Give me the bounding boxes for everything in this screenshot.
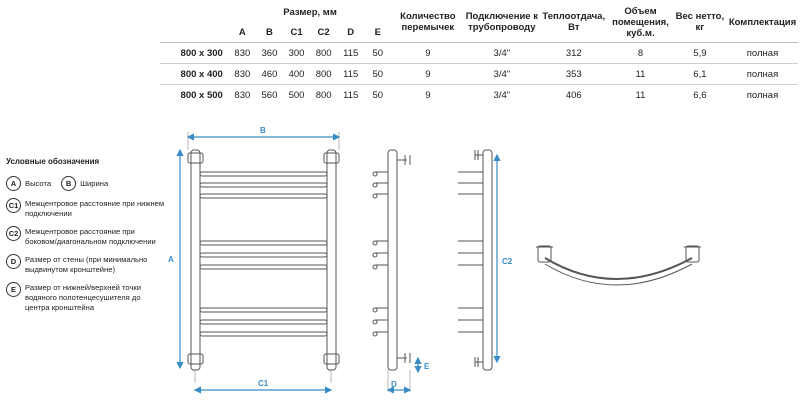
legend-badge-a: A (6, 176, 21, 191)
cell-c2: 800 (315, 89, 332, 101)
col-header-a: A (238, 27, 246, 38)
legend-item-c1: C1 Межцентровое расстояние при нижнем по… (6, 198, 166, 219)
cell-c1: 400 (288, 68, 305, 80)
legend-text-a: Высота (25, 178, 52, 188)
right-rail (326, 149, 337, 371)
cell-kit: полная (746, 68, 779, 80)
side-view-left (372, 149, 422, 394)
legend-text-e: Размер от нижней/верхней точки водяного … (25, 283, 141, 312)
legend-text-b: Ширина (80, 178, 109, 188)
cell-e: 50 (372, 47, 384, 59)
legend-badge-b: B (61, 176, 77, 191)
crossbars-header: Количество перемычек (400, 11, 456, 33)
label-c2: C2 (502, 257, 513, 266)
cell-c1: 300 (288, 47, 305, 59)
legend-item-e: E Размер от нижней/верхней точки водяног… (6, 282, 166, 313)
cell-connection: 3/4" (493, 47, 511, 59)
cell-room: 8 (637, 47, 644, 59)
cell-c2: 800 (315, 68, 332, 80)
legend-text-c1: Межцентровое расстояние при нижнем подкл… (25, 199, 165, 218)
cell-a: 830 (234, 89, 251, 101)
table-row: 800 x 400 830 460 400 800 115 50 9 3/4" … (160, 63, 798, 85)
kit-header: Комплектация (728, 16, 797, 28)
cell-b: 360 (261, 47, 278, 59)
weight-header: Вес нетто, кг (675, 11, 725, 33)
legend-row-ab: A Высота B Ширина (6, 176, 166, 191)
top-view (536, 245, 701, 286)
legend-badge-c2: C2 (6, 226, 21, 241)
cell-connection: 3/4" (493, 89, 511, 101)
col-header-d: D (347, 27, 355, 38)
label-b: B (260, 126, 266, 135)
col-header-c2: C2 (317, 27, 330, 38)
label-e: E (424, 362, 430, 371)
cell-c1: 500 (288, 89, 305, 101)
row-name: 800 x 300 (180, 47, 223, 59)
cell-heat: 406 (565, 89, 582, 101)
col-header-b: B (266, 27, 273, 38)
legend-item-c2: C2 Межцентровое расстояние при боковом/д… (6, 226, 166, 247)
cell-crossbars: 9 (425, 47, 431, 59)
cell-weight: 6,1 (693, 68, 707, 80)
legend-item-b: B Ширина (61, 176, 108, 191)
cell-e: 50 (372, 68, 384, 80)
cell-connection: 3/4" (493, 68, 511, 80)
cell-crossbars: 9 (425, 68, 431, 80)
spec-table: Размер, мм Количество перемычек Подключе… (160, 2, 798, 106)
legend: Условные обозначения A Высота B Ширина C… (6, 157, 166, 320)
col-header-e: E (374, 27, 381, 38)
legend-text-c2: Межцентровое расстояние при боковом/диаг… (25, 227, 156, 246)
cell-kit: полная (746, 47, 779, 59)
cell-b: 560 (261, 89, 278, 101)
cell-heat: 353 (565, 68, 582, 80)
front-view (176, 132, 341, 394)
row-name: 800 x 400 (180, 68, 223, 80)
cell-d: 115 (343, 47, 359, 59)
cell-d: 115 (343, 68, 359, 80)
legend-badge-d: D (6, 254, 21, 269)
table-row: 800 x 500 830 560 500 800 115 50 9 3/4" … (160, 84, 798, 106)
room-header: Объем помещения, куб.м. (612, 5, 669, 39)
cell-crossbars: 9 (425, 89, 431, 101)
legend-text-d: Размер от стены (при минимально выдвинут… (25, 255, 148, 274)
heat-header: Теплоотдача, Вт (542, 11, 606, 33)
col-header-c1: C1 (290, 27, 303, 38)
row-name: 800 x 500 (180, 89, 223, 101)
label-a: A (168, 255, 174, 264)
size-header: Размер, мм (283, 7, 337, 18)
cell-heat: 312 (565, 47, 582, 59)
cell-weight: 5,9 (693, 47, 707, 59)
side-view-right (458, 149, 501, 371)
connection-header: Подключение к трубопроводу (465, 11, 538, 33)
cell-room: 11 (635, 68, 646, 80)
cell-a: 830 (234, 68, 251, 80)
cell-b: 460 (261, 68, 278, 80)
cell-room: 11 (635, 89, 646, 101)
cell-e: 50 (372, 89, 384, 101)
label-c1: C1 (258, 379, 269, 388)
legend-badge-e: E (6, 282, 21, 297)
label-d: D (391, 380, 397, 389)
table-row: 800 x 300 830 360 300 800 115 50 9 3/4" … (160, 42, 798, 64)
legend-badge-c1: C1 (6, 198, 21, 213)
legend-item-d: D Размер от стены (при минимально выдвин… (6, 254, 166, 275)
cell-a: 830 (234, 47, 251, 59)
cell-weight: 6,6 (693, 89, 707, 101)
cell-kit: полная (746, 89, 779, 101)
cell-c2: 800 (315, 47, 332, 59)
left-rail (190, 149, 201, 371)
legend-item-a: A Высота (6, 176, 51, 191)
legend-title: Условные обозначения (6, 157, 100, 166)
cell-d: 115 (343, 89, 359, 101)
